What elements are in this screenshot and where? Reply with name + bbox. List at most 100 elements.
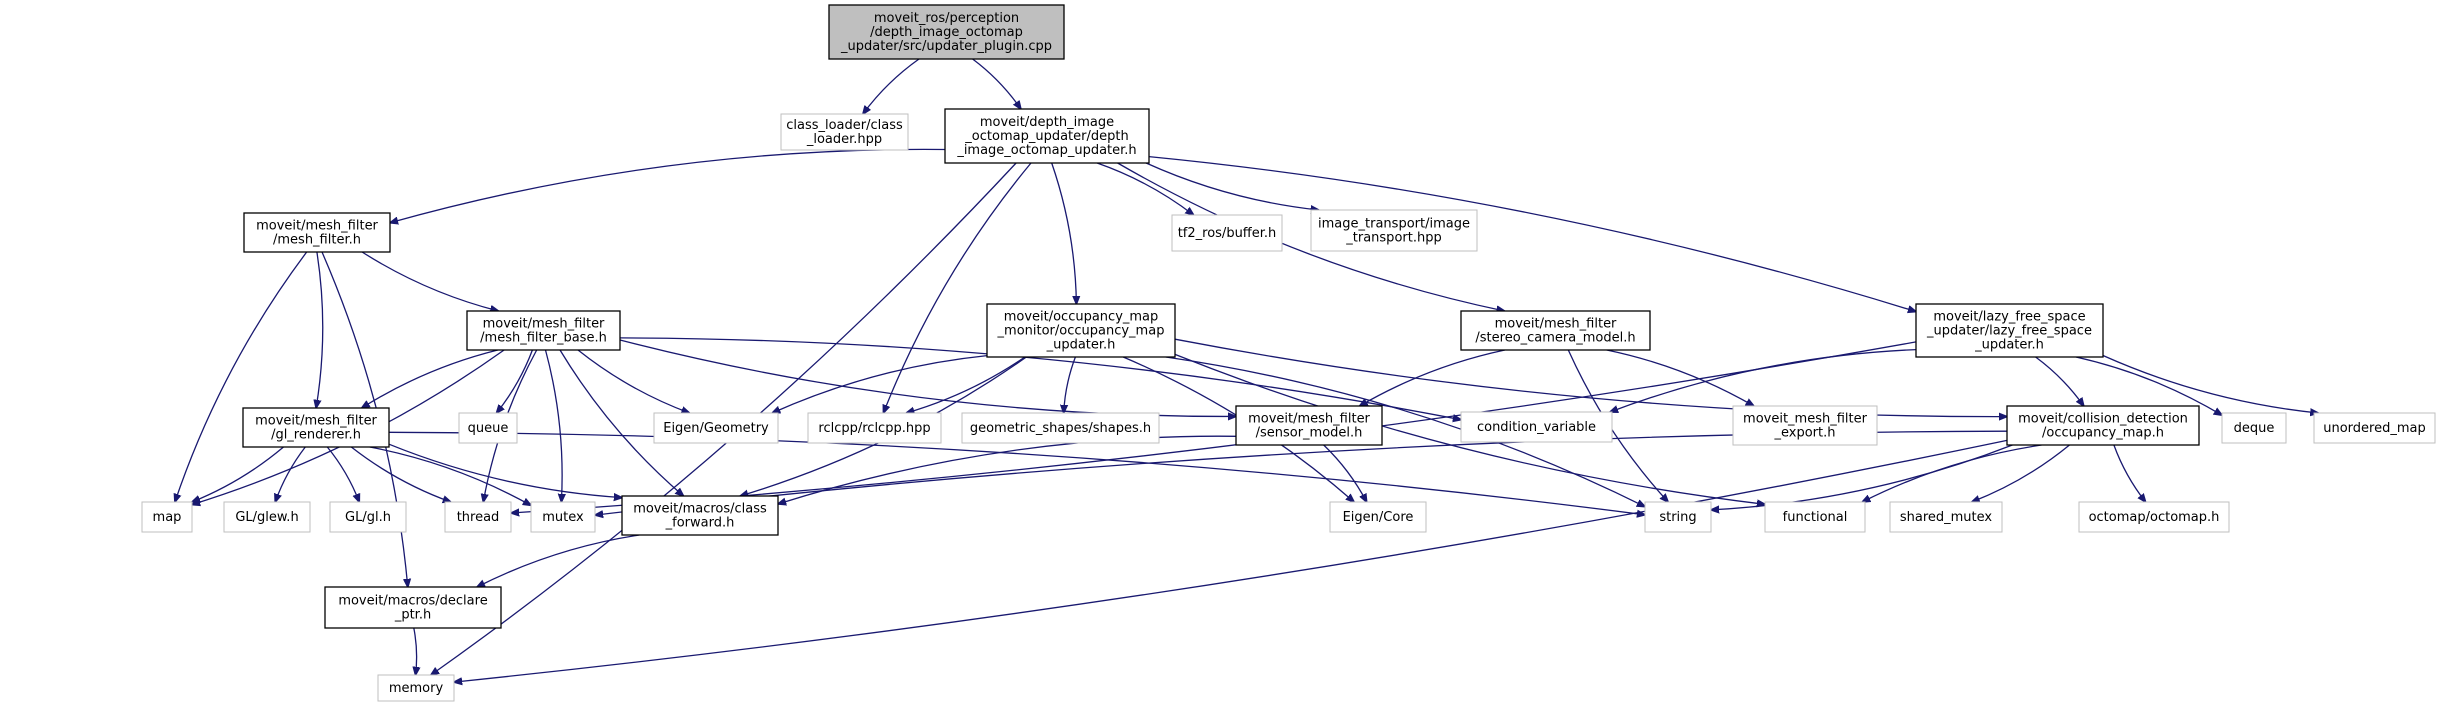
edge-stereo_camera-to-mesh_filter_export — [1606, 349, 1754, 406]
edge-occupancy_monitor-to-string — [1165, 356, 1645, 507]
node-label-line: thread — [457, 510, 500, 525]
edge-collision_occupancy-to-memory — [454, 439, 2008, 682]
edge-mesh_filter_base-to-queue — [497, 349, 534, 413]
node-gl-gl: GL/gl.h — [329, 501, 407, 533]
node-label-line: _monitor/occupancy_map — [997, 324, 1165, 339]
node-class-forward[interactable]: moveit/macros/class_forward.h — [621, 495, 779, 536]
node-box — [986, 303, 1176, 358]
node-box — [1915, 303, 2104, 358]
node-depth-updater[interactable]: moveit/depth_image_octomap_updater/depth… — [944, 108, 1150, 164]
edge-gl_renderer-to-string — [388, 431, 1645, 515]
node-image-transport: image_transport/image_transport.hpp — [1310, 209, 1478, 252]
node-label-line: condition_variable — [1477, 420, 1596, 435]
node-box — [1732, 405, 1878, 446]
node-mesh-filter-export: moveit_mesh_filter_export.h — [1732, 405, 1878, 446]
node-label-line: Eigen/Geometry — [663, 421, 769, 436]
node-box — [1889, 501, 2003, 533]
node-declare-ptr[interactable]: moveit/macros/declare_ptr.h — [324, 586, 502, 629]
node-geometric-shapes: geometric_shapes/shapes.h — [961, 412, 1160, 444]
node-box — [2006, 405, 2200, 446]
edge-declare_ptr-to-memory — [414, 627, 417, 675]
node-label-line: moveit_mesh_filter — [1743, 412, 1868, 427]
node-occupancy-monitor[interactable]: moveit/occupancy_map_monitor/occupancy_m… — [986, 303, 1176, 358]
node-shared-mutex: shared_mutex — [1889, 501, 2003, 533]
edge-collision_occupancy-to-shared_mutex — [1972, 444, 2070, 502]
node-label-line: moveit/mesh_filter — [1248, 412, 1370, 427]
node-gl-renderer[interactable]: moveit/mesh_filter/gl_renderer.h — [242, 407, 390, 448]
node-label-line: moveit/depth_image — [980, 115, 1114, 130]
edge-depth_updater-to-rclcpp — [883, 162, 1032, 413]
edge-occupancy_monitor-to-functional — [1174, 353, 1765, 504]
node-box — [324, 586, 502, 629]
node-label-line: _forward.h — [665, 516, 735, 531]
node-label-line: geometric_shapes/shapes.h — [970, 421, 1151, 436]
node-box — [2078, 501, 2230, 533]
node-label-line: moveit/mesh_filter — [256, 219, 378, 234]
node-functional: functional — [1764, 501, 1866, 533]
node-label-line: moveit/lazy_free_space — [1933, 310, 2085, 325]
node-label-line: unordered_map — [2323, 421, 2426, 436]
edge-occupancy_monitor-to-collision_occupancy — [1174, 338, 2007, 416]
node-label-line: GL/gl.h — [345, 510, 391, 525]
node-label-line: _transport.hpp — [1345, 231, 1441, 246]
node-box — [1460, 411, 1613, 443]
node-box — [1171, 214, 1283, 252]
node-label-line: moveit/occupancy_map — [1004, 310, 1159, 325]
node-box — [444, 501, 512, 533]
edge-sensor_model-to-eigen_core — [1323, 444, 1367, 502]
node-lazy-free[interactable]: moveit/lazy_free_space_updater/lazy_free… — [1915, 303, 2104, 358]
node-stereo-camera[interactable]: moveit/mesh_filter/stereo_camera_model.h — [1460, 310, 1651, 351]
node-label-line: _octomap_updater/depth — [964, 129, 1128, 144]
node-rclcpp: rclcpp/rclcpp.hpp — [807, 412, 942, 444]
node-mesh-filter-base[interactable]: moveit/mesh_filter/mesh_filter_base.h — [466, 310, 621, 351]
edge-gl_renderer-to-thread — [350, 446, 451, 502]
edge-gl_renderer-to-gl_gl — [326, 446, 359, 502]
node-sensor-model[interactable]: moveit/mesh_filter/sensor_model.h — [1235, 405, 1383, 446]
node-label-line: _updater.h — [1046, 338, 1116, 353]
node-label-line: functional — [1783, 510, 1848, 525]
node-mesh-filter[interactable]: moveit/mesh_filter/mesh_filter.h — [243, 212, 391, 253]
node-memory: memory — [377, 674, 455, 702]
node-box — [329, 501, 407, 533]
node-label-line: /mesh_filter_base.h — [480, 331, 607, 346]
node-box — [2221, 412, 2287, 444]
node-label-line: moveit/macros/declare — [338, 594, 487, 609]
node-box — [828, 4, 1065, 60]
node-unordered-map: unordered_map — [2313, 412, 2436, 444]
edge-stereo_camera-to-sensor_model — [1360, 349, 1506, 406]
node-label-line: /depth_image_octomap — [870, 25, 1023, 40]
node-tf2-buffer: tf2_ros/buffer.h — [1171, 214, 1283, 252]
node-label-line: _updater/lazy_free_space — [1926, 324, 2092, 339]
node-label-line: Eigen/Core — [1343, 510, 1414, 525]
edge-depth_updater-to-occupancy_monitor — [1051, 162, 1077, 304]
node-box — [961, 412, 1160, 444]
node-label-line: rclcpp/rclcpp.hpp — [818, 421, 930, 436]
node-label-line: octomap/octomap.h — [2089, 510, 2220, 525]
node-eigen-geometry: Eigen/Geometry — [653, 412, 779, 444]
node-box — [466, 310, 621, 351]
node-label-line: /mesh_filter.h — [273, 233, 361, 248]
node-box — [242, 407, 390, 448]
edge-mesh_filter_base-to-eigen_geometry — [577, 349, 690, 413]
node-collision-occupancy[interactable]: moveit/collision_detection/occupancy_map… — [2006, 405, 2200, 446]
node-label-line: moveit_ros/perception — [874, 11, 1019, 26]
edge-collision_occupancy-to-functional — [1862, 444, 2042, 502]
node-box — [1460, 310, 1651, 351]
edge-occupancy_monitor-to-rclcpp — [906, 356, 1026, 413]
node-box — [223, 501, 311, 533]
node-label-line: queue — [468, 421, 509, 436]
node-box — [807, 412, 942, 444]
edge-collision_occupancy-to-octomap — [2113, 444, 2146, 502]
node-deque: deque — [2221, 412, 2287, 444]
edge-mesh_filter_base-to-mutex — [544, 349, 563, 502]
node-thread: thread — [444, 501, 512, 533]
node-label-line: _image_octomap_updater.h — [956, 143, 1136, 158]
node-root[interactable]: moveit_ros/perception/depth_image_octoma… — [828, 4, 1065, 60]
edge-depth_updater-to-stereo_camera — [1117, 162, 1505, 311]
node-label-line: tf2_ros/buffer.h — [1178, 226, 1277, 241]
node-label-line: /occupancy_map.h — [2042, 426, 2164, 441]
node-label-line: memory — [389, 681, 444, 696]
edge-occupancy_monitor-to-eigen_geometry — [772, 354, 988, 413]
edge-lazy_free-to-unordered_map — [2102, 354, 2318, 414]
